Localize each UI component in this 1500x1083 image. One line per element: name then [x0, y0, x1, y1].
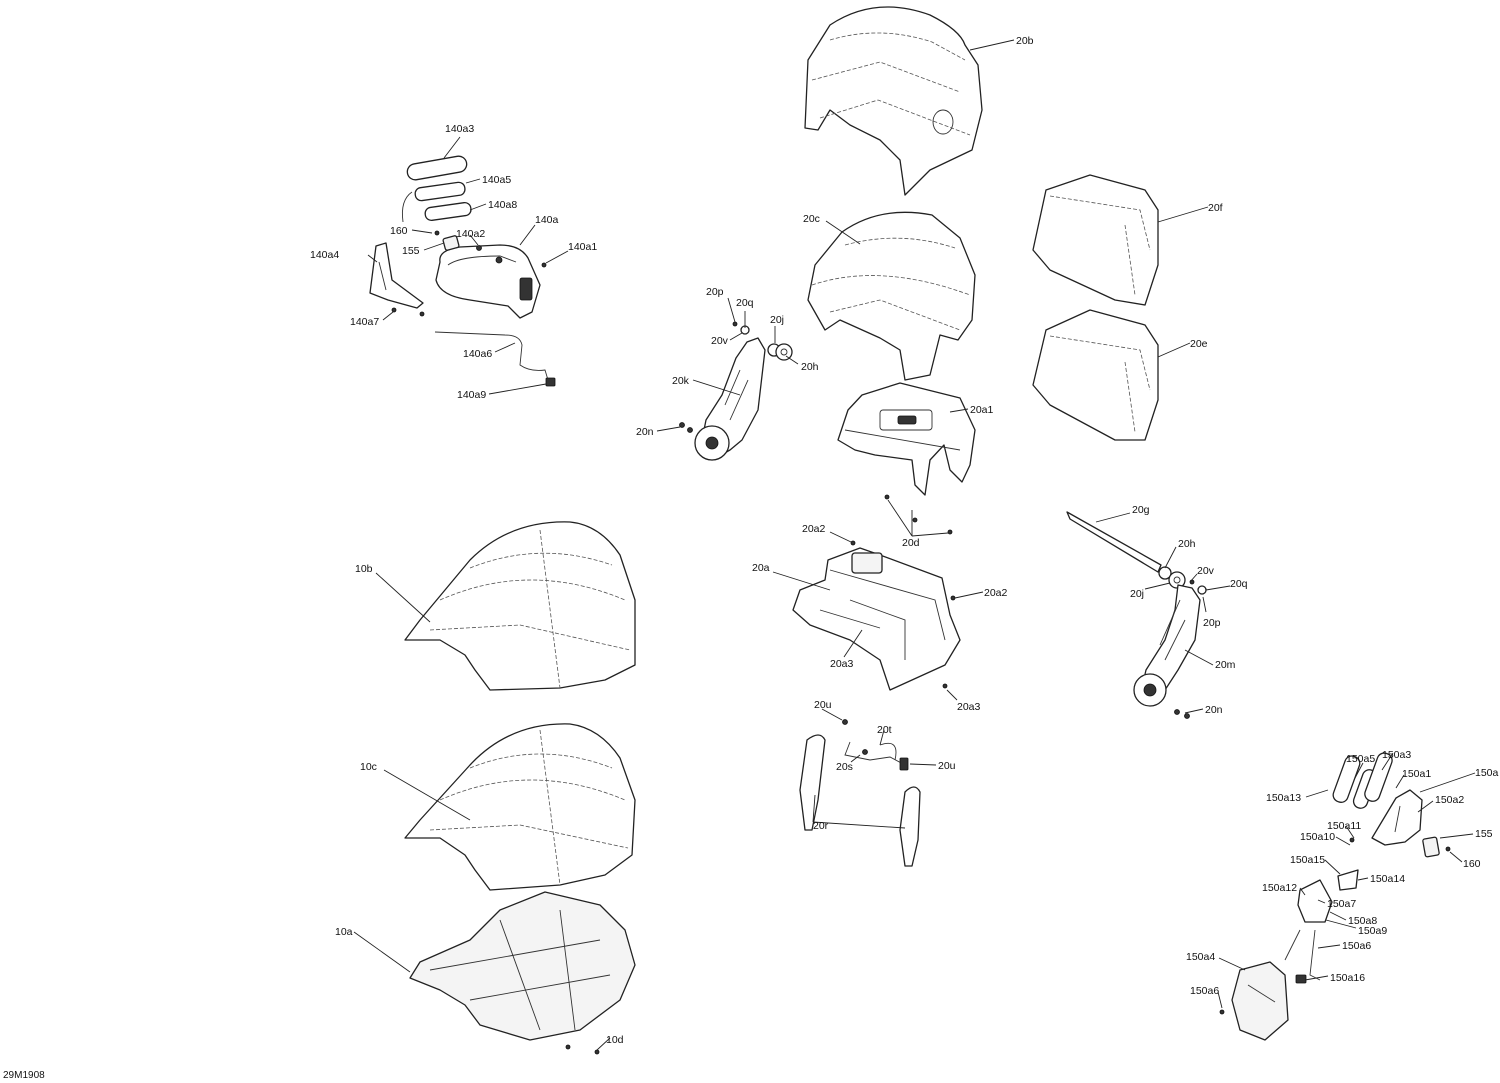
- callout-20u-right: 20u: [938, 760, 956, 772]
- callout-20p-left: 20p: [706, 286, 724, 298]
- callout-150a4: 150a4: [1186, 951, 1215, 963]
- callout-150a6-left: 150a6: [1190, 985, 1219, 997]
- callout-150a12: 150a12: [1262, 882, 1297, 894]
- callout-140a1: 140a1: [568, 241, 597, 253]
- callout-150a5: 150a5: [1346, 753, 1375, 765]
- callout-150a1: 150a1: [1402, 768, 1431, 780]
- callout-150a7: 150a7: [1327, 898, 1356, 910]
- callout-155-left: 155: [402, 245, 420, 257]
- callout-140a9: 140a9: [457, 389, 486, 401]
- callout-20a3-right: 20a3: [957, 701, 981, 713]
- seat-cover-10c: [404, 723, 636, 891]
- callout-20a3-left: 20a3: [830, 658, 854, 670]
- callout-150a13: 150a13: [1266, 792, 1301, 804]
- callout-20p-right: 20p: [1203, 617, 1221, 629]
- callout-155-right: 155: [1475, 828, 1493, 840]
- callout-150a8: 150a8: [1348, 915, 1377, 927]
- callout-20f: 20f: [1208, 202, 1223, 214]
- callout-20j-left: 20j: [770, 314, 784, 326]
- callout-20s: 20s: [836, 761, 853, 773]
- seat-cover-20c: [807, 211, 976, 381]
- backrest-cover-20b: [804, 6, 983, 196]
- seat-cover-10b: [404, 521, 636, 691]
- callout-140a8: 140a8: [488, 199, 517, 211]
- callout-150a3: 150a3: [1382, 749, 1411, 761]
- seat-base-frame-20a: [792, 540, 961, 691]
- callout-10d: 10d: [606, 1034, 624, 1046]
- side-panel-20e: [1032, 309, 1159, 441]
- handle-assembly-140a: [369, 155, 556, 387]
- callout-150a16: 150a16: [1330, 972, 1365, 984]
- callout-20h-right: 20h: [1178, 538, 1196, 550]
- callout-160-right: 160: [1463, 858, 1481, 870]
- callout-140a4: 140a4: [310, 249, 339, 261]
- callout-150a6-right: 150a6: [1342, 940, 1371, 952]
- callout-20m: 20m: [1215, 659, 1236, 671]
- callout-10b: 10b: [355, 563, 373, 575]
- callout-150a9: 150a9: [1358, 925, 1387, 937]
- callout-20a1: 20a1: [970, 404, 994, 416]
- callout-20v-left: 20v: [711, 335, 729, 347]
- hinge-arm-20m: [1066, 511, 1207, 719]
- callout-20r: 20r: [813, 820, 829, 832]
- callout-20q-left: 20q: [736, 297, 754, 309]
- callout-150a11: 150a11: [1327, 820, 1361, 832]
- callout-20t: 20t: [877, 724, 892, 736]
- callout-160-left: 160: [390, 225, 408, 237]
- callout-20h-left: 20h: [801, 361, 819, 373]
- side-panel-20f: [1032, 174, 1159, 306]
- callout-20v-right: 20v: [1197, 565, 1215, 577]
- hinge-arm-20k: [679, 321, 793, 461]
- callout-150a14: 150a14: [1370, 873, 1405, 885]
- callout-20d: 20d: [902, 537, 920, 549]
- seat-pan-10a: [409, 891, 636, 1055]
- leader-lines: [353, 39, 1476, 1051]
- callout-150a15: 150a15: [1290, 854, 1325, 866]
- callout-150a2: 150a2: [1435, 794, 1464, 806]
- callout-140a: 140a: [535, 214, 559, 226]
- callout-20a2-top: 20a2: [802, 523, 826, 535]
- callout-20q-right: 20q: [1230, 578, 1248, 590]
- callout-20k: 20k: [672, 375, 690, 387]
- callout-10c: 10c: [360, 761, 377, 773]
- callout-150a10: 150a10: [1300, 831, 1335, 843]
- callout-20c: 20c: [803, 213, 820, 225]
- callout-20a: 20a: [752, 562, 770, 574]
- callout-140a3: 140a3: [445, 123, 474, 135]
- seat-bracket-20a1: [837, 382, 976, 535]
- callout-150a: 150a: [1475, 767, 1499, 779]
- callout-140a5: 140a5: [482, 174, 511, 186]
- callout-20e: 20e: [1190, 338, 1208, 350]
- callout-140a6: 140a6: [463, 348, 492, 360]
- callout-140a7: 140a7: [350, 316, 379, 328]
- callout-20n-right: 20n: [1205, 704, 1223, 716]
- callout-20b: 20b: [1016, 35, 1034, 47]
- callout-labels: 140a3 140a5 140a8 140a 160 140a2 155 140…: [310, 35, 1499, 1046]
- callout-20u-top: 20u: [814, 699, 832, 711]
- strap-and-cable-20r: [799, 719, 921, 867]
- callout-20n-left: 20n: [636, 426, 654, 438]
- handle-assembly-150a: [1219, 752, 1451, 1041]
- callout-20j-right: 20j: [1130, 588, 1144, 600]
- figure-reference: 29M1908: [3, 1070, 45, 1081]
- callout-20a2-right: 20a2: [984, 587, 1008, 599]
- callout-10a: 10a: [335, 926, 353, 938]
- callout-140a2: 140a2: [456, 228, 485, 240]
- callout-20g: 20g: [1132, 504, 1150, 516]
